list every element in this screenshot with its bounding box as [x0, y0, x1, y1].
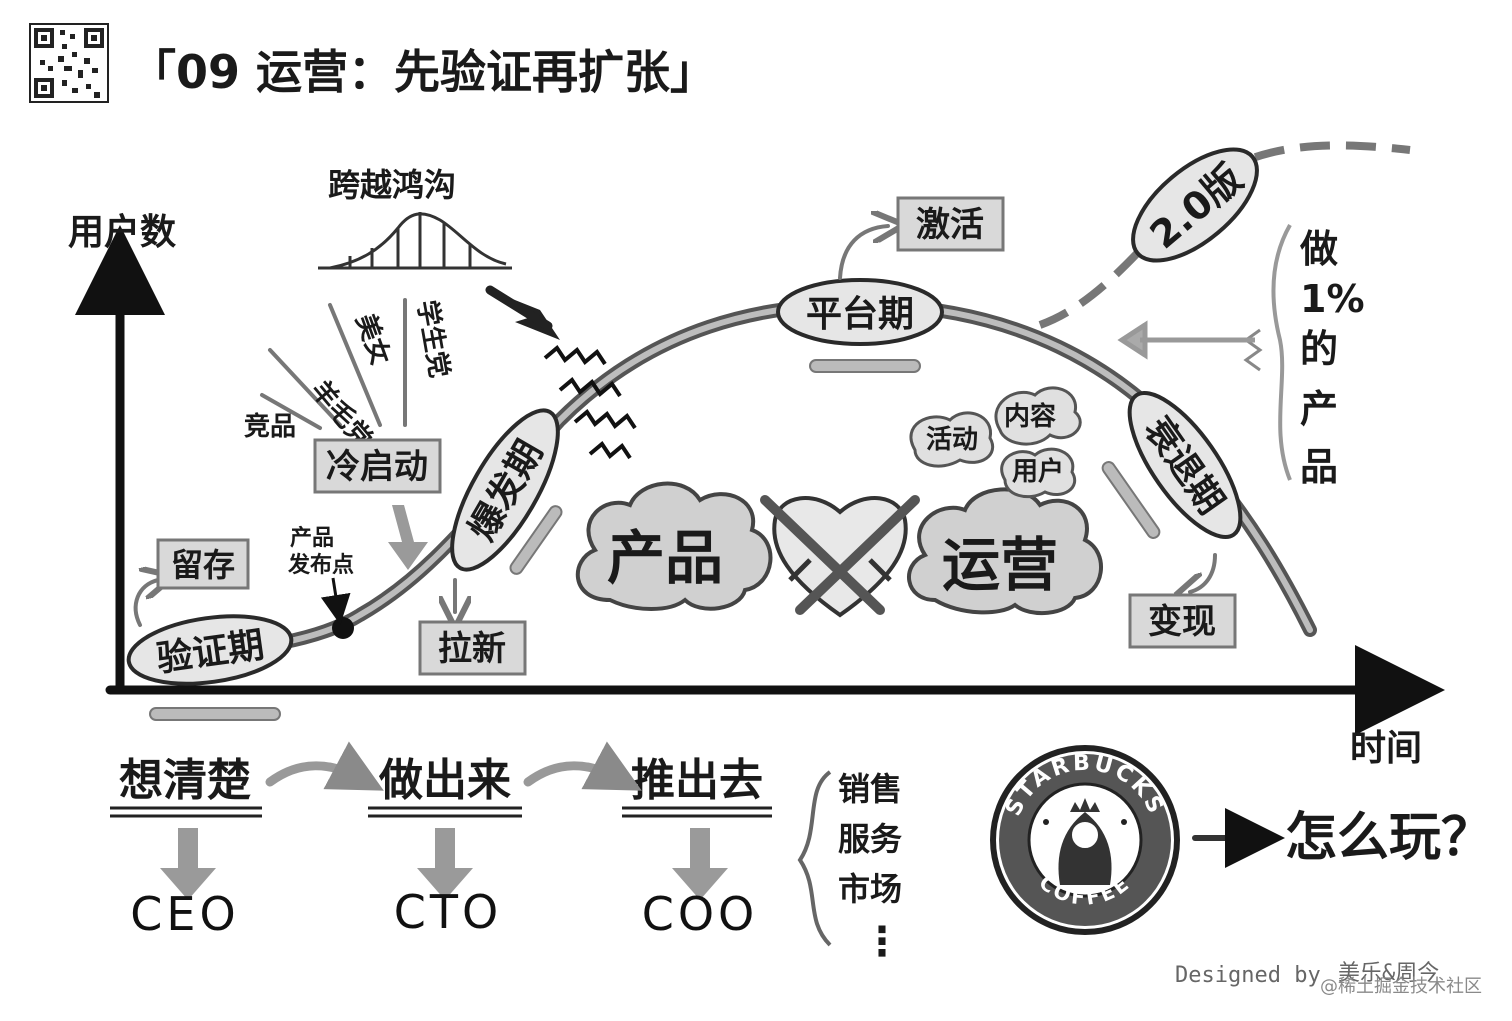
coo-items-brace [797, 770, 832, 947]
stage-decline: 衰退期 [1127, 390, 1243, 540]
validation-progress-bar [149, 707, 281, 721]
retention-arrow [133, 580, 158, 627]
chasm-zigzag [543, 345, 637, 460]
ops-item-content: 内容 [1004, 401, 1056, 432]
chasm-arrow-shaft [485, 285, 553, 331]
cold-start-ray-students: 学生党 [411, 298, 455, 380]
platform-progress-bar [809, 359, 921, 373]
stage-platform-label: 平台期 [806, 294, 914, 335]
monetization-label: 变现 [1148, 602, 1216, 642]
operations-label: 运营 [942, 531, 1058, 599]
down-arrow-cto [417, 828, 473, 900]
y-axis-label: 用户数 [68, 212, 176, 253]
cold-start-down-arrow [388, 505, 428, 570]
chasm-bell-curve-icon [318, 212, 512, 270]
role-ceo: CEO [130, 887, 239, 941]
flow-step-push: 推出去 [622, 755, 772, 818]
starbucks-question: 怎么玩？ [1285, 808, 1493, 868]
coo-item-service: 服务 [838, 820, 902, 858]
launch-point-dot [332, 617, 354, 639]
ops-item-activity: 活动 [926, 425, 978, 455]
acquisition-box [418, 620, 527, 676]
role-coo: COO [642, 887, 759, 941]
launch-point-label-line2: 发布点 [287, 552, 354, 578]
page-title: 「09 运营：先验证再扩张」 [130, 45, 716, 99]
version2-badge: 2.0版 [1131, 147, 1259, 263]
decline-progress-bar [1101, 461, 1161, 539]
acquisition-label: 拉新 [438, 629, 506, 669]
flow-step-build: 做出来 [368, 755, 522, 818]
credit-author: 美乐&周今 [1338, 961, 1439, 986]
x-axis-label: 时间 [1350, 728, 1422, 769]
one-percent-char-1: 做 [1299, 227, 1338, 271]
one-percent-char-5: 品 [1300, 445, 1338, 489]
retention-label: 留存 [171, 546, 235, 584]
flow-step-think: 想清楚 [110, 755, 262, 818]
cold-start-rays [260, 298, 407, 430]
retention-box [156, 538, 250, 590]
stage-platform: 平台期 [776, 278, 944, 346]
down-arrow-ceo [160, 828, 216, 900]
one-percent-arrow [1117, 320, 1255, 360]
qr-code-icon [29, 23, 109, 103]
site-watermark: @稀土掘金技术社区 [1320, 976, 1482, 997]
one-percent-bracket [1271, 224, 1292, 481]
activation-box [896, 196, 1005, 252]
product-label: 产品 [607, 524, 723, 592]
crossing-chasm-label: 跨越鸿沟 [328, 166, 456, 204]
stage-validation: 验证期 [126, 614, 294, 686]
product-cloud: 产品 [575, 481, 773, 611]
stage-explosion: 爆发期 [450, 408, 560, 572]
activation-label: 激活 [916, 205, 984, 245]
version2-dashed-curve [1038, 141, 1411, 329]
launch-point-arrow [320, 577, 351, 625]
cold-start-label: 冷启动 [326, 447, 428, 487]
explosion-progress-bar [509, 505, 563, 575]
role-cto: CTO [394, 885, 502, 939]
flow-arrow-2 [523, 741, 642, 791]
coo-item-sales: 销售 [838, 770, 902, 808]
operations-cloud: 运营 [907, 487, 1103, 616]
cold-start-ray-competitors: 竞品 [244, 411, 296, 442]
flow-step-think-label: 想清楚 [119, 755, 251, 806]
cold-start-ray-beauties: 美女 [349, 310, 396, 369]
launch-point-label-line1: 产品 [290, 526, 334, 551]
flow-step-push-label: 推出去 [631, 755, 763, 806]
one-percent-char-2: 1% [1300, 277, 1365, 321]
credit-designed-by: Designed by [1175, 963, 1321, 988]
one-percent-char-3: 的 [1300, 327, 1338, 371]
ops-items-cluster: 内容 活动 用户 [909, 386, 1082, 499]
activation-arrow [838, 226, 888, 280]
monetization-box [1128, 593, 1237, 649]
down-arrow-coo [672, 828, 728, 900]
heart-swords-icon [760, 495, 920, 618]
starbucks-logo: STARBUCKS COFFEE [990, 745, 1180, 935]
monetization-arrow [1190, 553, 1217, 592]
coo-item-more: ⋮ [862, 919, 902, 965]
ops-item-users: 用户 [1012, 456, 1064, 487]
one-percent-zigzag [1243, 328, 1263, 372]
flow-arrow-1 [265, 741, 384, 791]
flow-step-build-label: 做出来 [378, 755, 511, 806]
coo-item-marketing: 市场 [838, 870, 902, 908]
cold-start-box [313, 438, 442, 494]
one-percent-char-4: 产 [1300, 387, 1338, 431]
